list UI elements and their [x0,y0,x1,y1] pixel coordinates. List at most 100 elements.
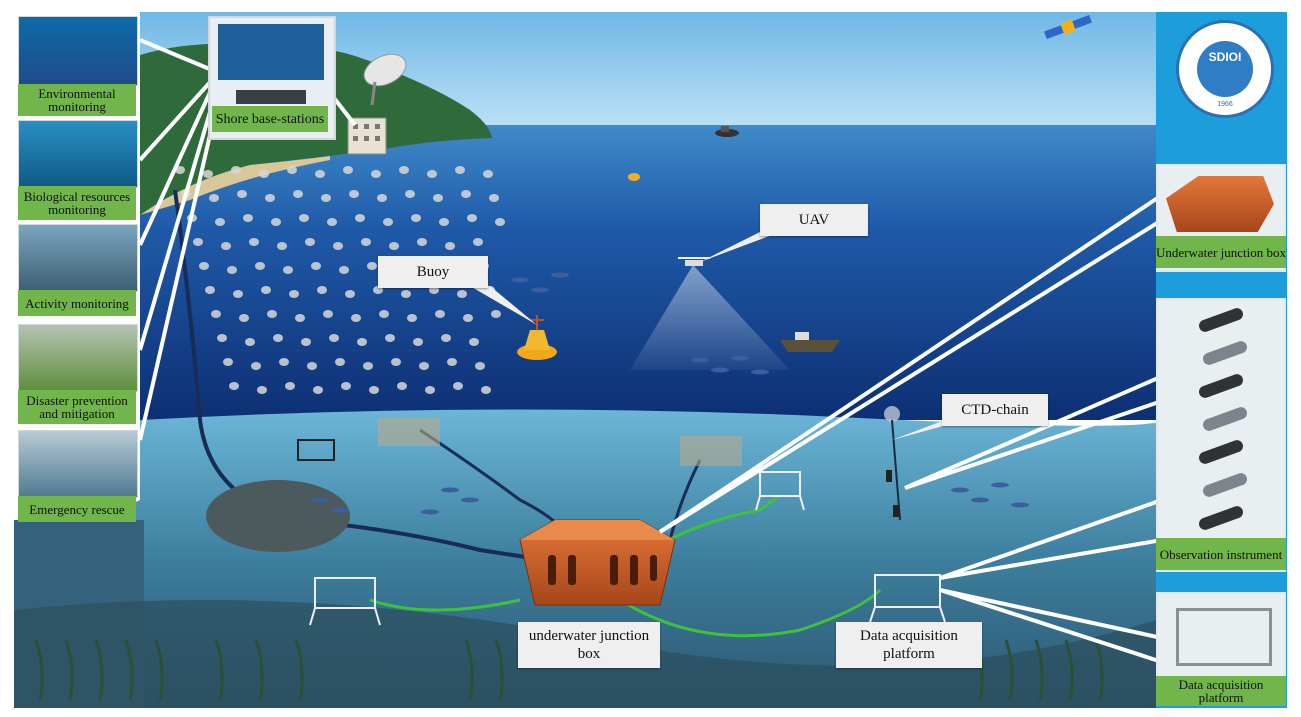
fish [991,482,1009,488]
float [377,194,387,202]
float [313,386,323,394]
float [461,190,471,198]
float [363,362,373,370]
float [285,382,295,390]
float [369,386,379,394]
float [209,194,219,202]
float [193,238,203,246]
fish [751,369,769,375]
float [317,286,327,294]
float [367,262,377,270]
sensor-instrument-icon [1197,438,1245,466]
fish [951,487,969,493]
float [289,290,299,298]
seagrass-blade [214,639,224,701]
float [215,218,225,226]
float [427,170,437,178]
buoy-icon [517,315,557,360]
float [221,242,231,250]
float [357,338,367,346]
sdioi-logo: SDIOI 1966 [1176,20,1274,118]
float [321,194,331,202]
seabed-rock [206,480,350,552]
seagrass-blade [464,639,474,701]
platform-photo [1176,608,1272,666]
biological-resources-label: Biological resources monitoring [18,186,136,220]
float [429,286,439,294]
float [333,242,343,250]
float [433,194,443,202]
float [249,238,259,246]
float [293,190,303,198]
seagrass-blade [34,639,44,701]
float [279,358,289,366]
float [483,170,493,178]
float [257,386,267,394]
junction-box-panel-label: Underwater junction box [1156,236,1286,268]
instrument-panel [1156,298,1286,572]
float [345,290,355,298]
control-desk [236,90,306,104]
float [435,310,445,318]
float [205,286,215,294]
uav-sensor-beam [630,265,790,370]
fishing-boat-icon [780,332,840,352]
float [327,218,337,226]
fish [331,507,349,513]
float [491,310,501,318]
sensor-instrument-icon [1201,405,1249,433]
logo-inner [1197,41,1253,97]
junction-box-callout: underwater junction box [518,622,660,668]
float [473,238,483,246]
float [341,382,351,390]
float [351,314,361,322]
float [445,242,455,250]
distant-boat-icon [715,126,739,137]
seagrass-blade [1034,639,1044,701]
logo-text: SDIOI [1208,50,1242,64]
disaster-prevention-image [18,324,138,392]
frame-icon-2 [297,439,335,461]
float [267,310,277,318]
float [467,214,477,222]
float [407,314,417,322]
float [245,338,255,346]
seagrass-blade [154,639,164,701]
seagrass-blade [94,639,104,701]
float [399,166,409,174]
float [305,238,315,246]
frame-icon [755,471,805,511]
small-buoy-icon [628,173,640,181]
fish [421,509,439,515]
environmental-monitoring-label: Environmental monitoring [18,84,136,116]
float [475,362,485,370]
radar-dish-icon [363,53,407,106]
shore-station-label: Shore base-stations [212,106,328,132]
sensor-instrument-icon [1197,504,1245,532]
activity-monitoring-image [18,224,138,292]
satellite-icon [1044,15,1092,39]
seagrass-blade [1064,639,1074,701]
fish [691,357,709,363]
beach [140,156,330,215]
float [413,338,423,346]
float [211,310,221,318]
float [481,386,491,394]
float [371,170,381,178]
float [283,266,293,274]
float [237,190,247,198]
sensor-instrument-icon [1201,339,1249,367]
fish [711,367,729,373]
ctd-chain-callout: CTD-chain [942,394,1048,426]
float [373,286,383,294]
float [231,166,241,174]
float [447,358,457,366]
float [335,358,345,366]
green-cable-3 [619,588,882,638]
float [255,262,265,270]
float [311,262,321,270]
activity-monitoring-label: Activity monitoring [18,290,136,316]
sensor-instrument-icon [1197,306,1245,334]
seagrass-blade [294,639,304,701]
